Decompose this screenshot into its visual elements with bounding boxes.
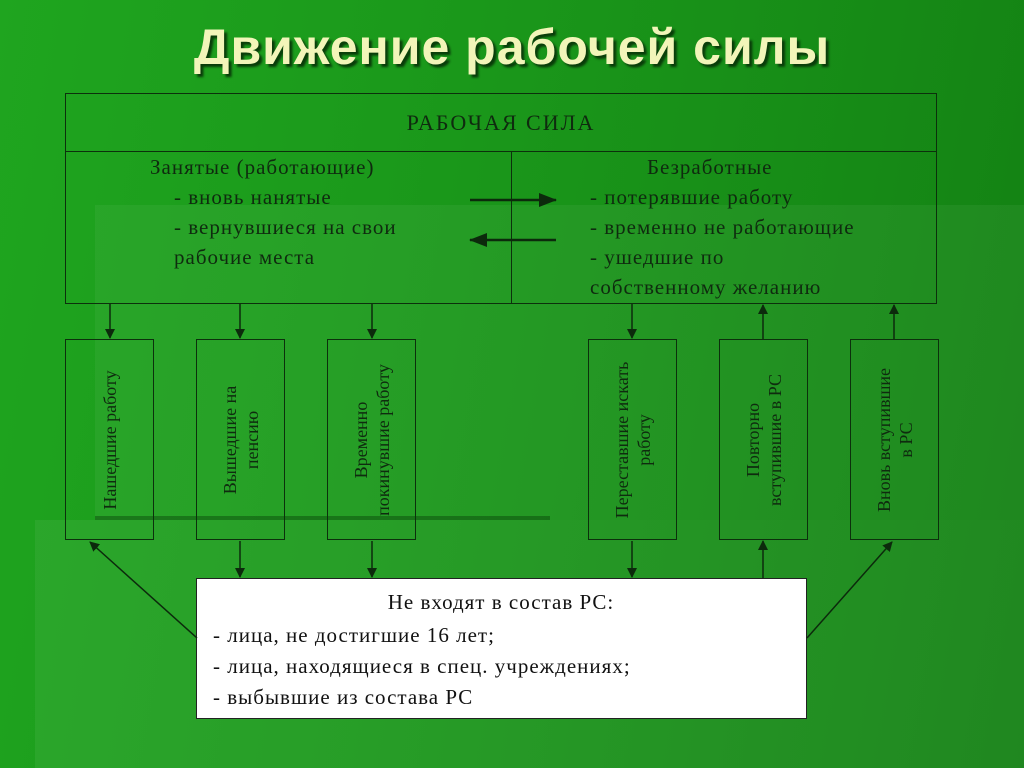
unemployed-item: - потерявшие работу: [590, 185, 794, 209]
background-rule: [95, 516, 550, 520]
flow-label-line: в РС: [895, 421, 916, 458]
flow-box-found-work: Нашедшие работу: [65, 339, 154, 540]
flow-label-line: Вышедшие на: [219, 385, 240, 494]
flow-label: Временно покинувшие работу: [350, 364, 394, 516]
flow-label-line: пенсию: [241, 410, 262, 469]
flow-label: Переставшие искать работу: [611, 361, 655, 518]
unemployed-item: - ушедшие по: [590, 245, 725, 269]
flow-box-temporarily-left: Временно покинувшие работу: [327, 339, 416, 540]
flow-label: Вновь вступившие в РС: [873, 367, 917, 511]
employed-heading: Занятые (работающие): [150, 155, 375, 179]
arrow-diagonal: [806, 541, 893, 639]
flow-box-reentered: Повторно вступившие в РС: [719, 339, 808, 540]
not-included-item: - лица, находящиеся в спец. учреждениях;: [213, 654, 631, 678]
flow-label-line: работу: [633, 413, 654, 466]
unemployed-box: Безработные - потерявшие работу - времен…: [511, 151, 937, 304]
employed-item: - вновь нанятые: [174, 185, 332, 209]
flow-label-line: вступившие в РС: [764, 373, 785, 506]
labor-force-header-box: РАБОЧАЯ СИЛА: [65, 93, 937, 152]
flow-label-line: Повторно: [742, 402, 763, 477]
flow-label-line: Вновь вступившие: [873, 367, 894, 512]
flow-label: Нашедшие работу: [99, 370, 121, 509]
unemployed-heading: Безработные: [647, 155, 773, 179]
flow-label-line: Переставшие искать: [611, 361, 632, 518]
flow-box-stopped-searching: Переставшие искать работу: [588, 339, 677, 540]
flow-label-line: покинувшие работу: [372, 363, 393, 516]
employed-item: - вернувшиеся на свои: [174, 215, 397, 239]
flow-label: Вышедшие на пенсию: [219, 385, 263, 493]
flow-box-new-entrants: Вновь вступившие в РС: [850, 339, 939, 540]
page-title: Движение рабочей силы: [193, 19, 831, 75]
flow-label: Повторно вступившие в РС: [742, 374, 786, 506]
employed-item: рабочие места: [174, 245, 316, 269]
labor-force-header: РАБОЧАЯ СИЛА: [406, 110, 596, 135]
flow-label-line: Временно: [350, 401, 371, 478]
not-included-box: Не входят в состав РС: - лица, не достиг…: [196, 578, 807, 719]
flow-box-retired: Вышедшие на пенсию: [196, 339, 285, 540]
employed-box: Занятые (работающие) - вновь нанятые - в…: [65, 151, 512, 304]
not-included-heading: Не входят в состав РС:: [387, 590, 615, 614]
arrow-diagonal: [89, 541, 198, 639]
unemployed-item: - временно не работающие: [590, 215, 855, 239]
not-included-item: - выбывшие из состава РС: [213, 685, 474, 709]
flow-label-line: Нашедшие работу: [99, 369, 120, 510]
unemployed-item: собственному желанию: [590, 275, 822, 299]
not-included-item: - лица, не достигшие 16 лет;: [213, 623, 495, 647]
